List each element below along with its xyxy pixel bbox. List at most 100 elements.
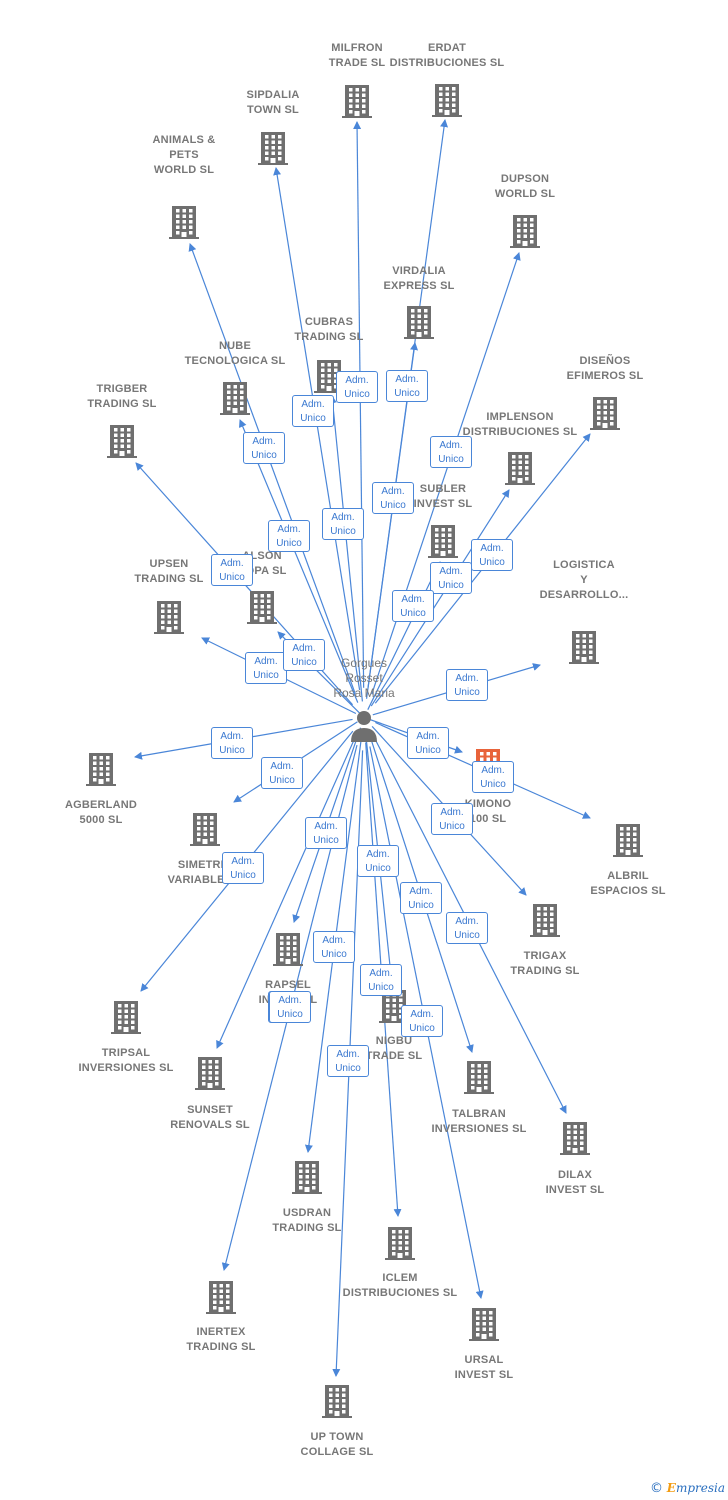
building-icon[interactable] <box>466 1306 502 1342</box>
building-icon[interactable] <box>461 1059 497 1095</box>
role-badge-implenson[interactable]: Adm.Unico <box>430 562 472 594</box>
building-icon[interactable] <box>244 589 280 625</box>
role-text: Unico <box>251 450 277 461</box>
building-icon[interactable] <box>429 82 465 118</box>
building-icon[interactable] <box>610 822 646 858</box>
role-badge-subler[interactable]: Adm.Unico <box>392 590 434 622</box>
role-badge-sipdalia[interactable]: Adm.Unico <box>292 395 334 427</box>
building-icon[interactable] <box>217 380 253 416</box>
building-icon[interactable] <box>566 629 602 665</box>
role-badge-trigax[interactable]: Adm.Unico <box>431 803 473 835</box>
role-badge-nigbu[interactable]: Adm.Unico <box>357 845 399 877</box>
role-badge-tripsal[interactable]: Adm.Unico <box>222 852 264 884</box>
role-badge-kimono[interactable]: Adm.Unico <box>407 727 449 759</box>
person-icon[interactable] <box>351 711 377 742</box>
edge-virdalia <box>365 342 419 699</box>
building-icon[interactable] <box>104 423 140 459</box>
role-text: Adm. <box>270 761 294 772</box>
building-icon[interactable] <box>507 213 543 249</box>
role-badge-erdat[interactable]: Adm.Unico <box>386 370 428 402</box>
role-badge-inertex[interactable]: Adm.Unico <box>269 991 311 1023</box>
company-name-line: DILAX <box>558 1169 592 1181</box>
company-name-line: TRADE SL <box>365 1050 423 1062</box>
role-badge-nube[interactable]: Adm.Unico <box>268 520 310 552</box>
building-icon[interactable] <box>289 1159 325 1195</box>
building-icon[interactable] <box>83 751 119 787</box>
building-icon[interactable] <box>187 811 223 847</box>
building-icon[interactable] <box>255 130 291 166</box>
role-badge-uptown[interactable]: Adm.Unico <box>327 1045 369 1077</box>
edge-implenson <box>370 489 510 707</box>
role-badge-virdalia[interactable]: Adm.Unico <box>372 482 414 514</box>
role-badge-milfron[interactable]: Adm.Unico <box>336 371 378 403</box>
role-badge-dilax[interactable]: Adm.Unico <box>446 912 488 944</box>
building-icon[interactable] <box>587 395 623 431</box>
role-badge-usdran[interactable]: Adm.Unico <box>313 931 355 963</box>
role-badge-ursal[interactable]: Adm.Unico <box>401 1005 443 1037</box>
building-icon[interactable] <box>319 1383 355 1419</box>
role-badge-upsen[interactable]: Adm.Unico <box>245 652 287 684</box>
building-icon[interactable] <box>502 450 538 486</box>
building-icon[interactable] <box>527 902 563 938</box>
building-icon[interactable] <box>108 999 144 1035</box>
company-name-line: DESARROLLO... <box>539 589 629 601</box>
building-icon[interactable] <box>401 304 437 340</box>
building-icon[interactable] <box>557 1120 593 1156</box>
empresia-credit[interactable]: © Empresia <box>650 1481 725 1496</box>
building-icon[interactable] <box>151 599 187 635</box>
role-badge-logistica[interactable]: Adm.Unico <box>446 669 488 701</box>
building-icon[interactable] <box>270 931 306 967</box>
role-badge-talbran[interactable]: Adm.Unico <box>400 882 442 914</box>
role-badge-iclem[interactable]: Adm.Unico <box>360 964 402 996</box>
role-badge-animals[interactable]: Adm.Unico <box>243 432 285 464</box>
role-badge-dupson[interactable]: Adm.Unico <box>430 436 472 468</box>
building-icon[interactable] <box>192 1055 228 1091</box>
role-badge-cubras[interactable]: Adm.Unico <box>322 508 364 540</box>
company-name-line: TRADING SL <box>294 331 364 343</box>
role-badge-disenos[interactable]: Adm.Unico <box>471 539 513 571</box>
role-badge-alson[interactable]: Adm.Unico <box>283 639 325 671</box>
building-icon[interactable] <box>339 83 375 119</box>
company-name-line: 5000 SL <box>79 814 123 826</box>
role-badge-trigber[interactable]: Adm.Unico <box>211 554 253 586</box>
building-icon[interactable] <box>166 204 202 240</box>
building-icon[interactable] <box>382 1225 418 1261</box>
role-badge-rapsel[interactable]: Adm.Unico <box>305 817 347 849</box>
role-text: Adm. <box>439 566 463 577</box>
role-badge-albril[interactable]: Adm.Unico <box>472 761 514 793</box>
building-icon[interactable] <box>425 523 461 559</box>
role-badge-agberland[interactable]: Adm.Unico <box>211 727 253 759</box>
role-badge-simetria[interactable]: Adm.Unico <box>261 757 303 789</box>
building-icon[interactable] <box>203 1279 239 1315</box>
